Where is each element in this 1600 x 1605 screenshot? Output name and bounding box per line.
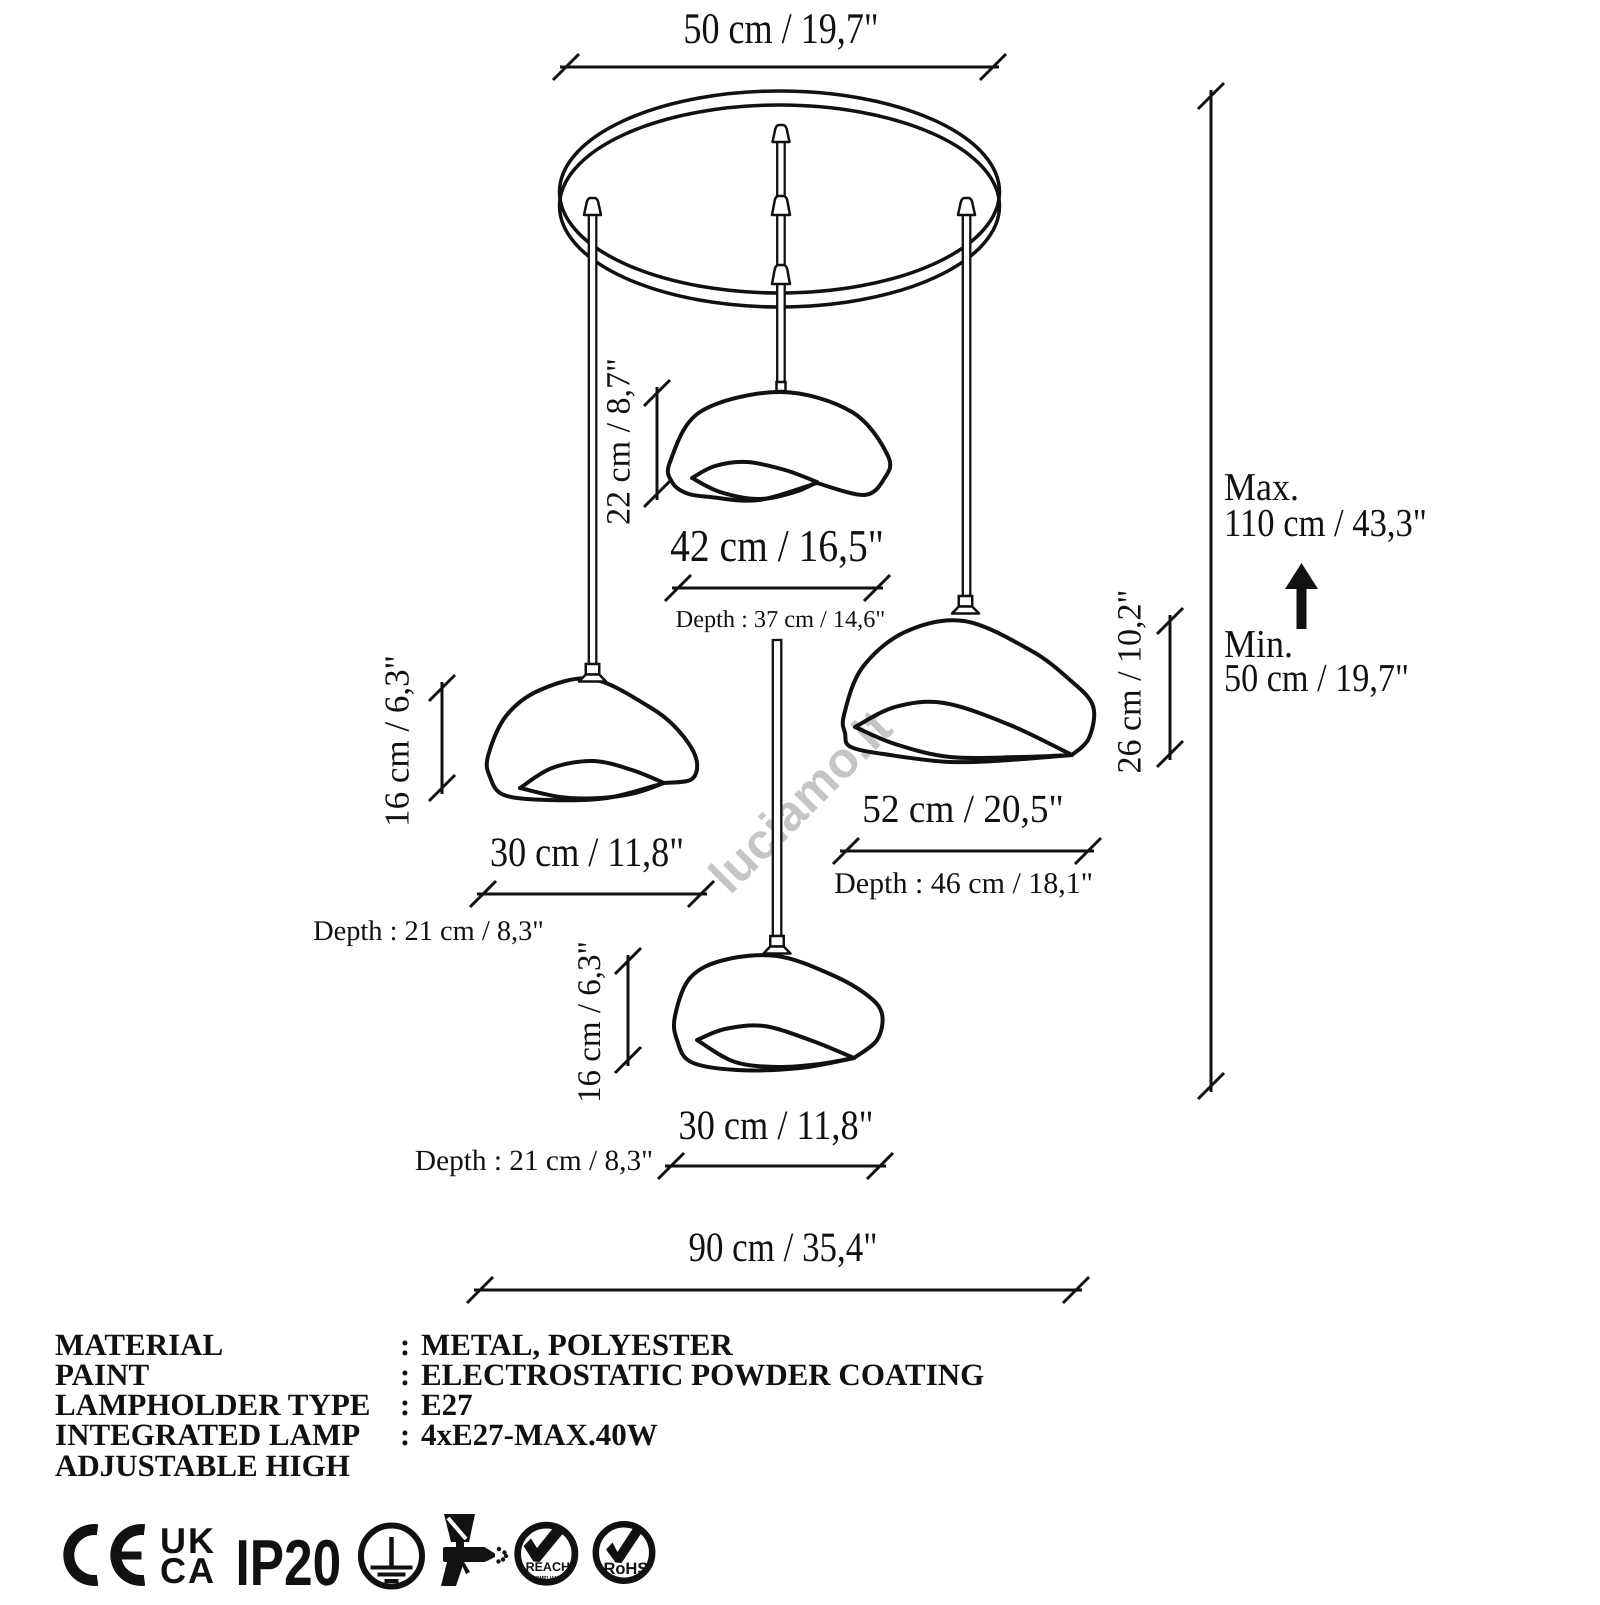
svg-text:26 cm / 10,2": 26 cm / 10,2" [1111, 590, 1148, 774]
svg-text:Max.: Max. [1224, 465, 1299, 509]
svg-text:16 cm / 6,3": 16 cm / 6,3" [377, 655, 416, 827]
svg-text:Min.: Min. [1224, 622, 1293, 666]
svg-text::: : [400, 1357, 410, 1392]
svg-text:4xE27-MAX.40W: 4xE27-MAX.40W [421, 1417, 658, 1452]
svg-text:42 cm / 16,5": 42 cm / 16,5" [670, 521, 884, 571]
svg-text:16 cm / 6,3": 16 cm / 6,3" [572, 941, 608, 1103]
svg-text:LAMPHOLDER TYPE: LAMPHOLDER TYPE [55, 1387, 370, 1422]
svg-text:IP20: IP20 [236, 1526, 342, 1599]
svg-text:Depth : 37 cm / 14,6": Depth : 37 cm / 14,6" [676, 606, 886, 633]
svg-text:52 cm / 20,5": 52 cm / 20,5" [862, 787, 1063, 831]
svg-text:50 cm / 19,7": 50 cm / 19,7" [1224, 656, 1409, 700]
svg-text:METAL, POLYESTER: METAL, POLYESTER [421, 1327, 733, 1362]
svg-text:COMPLIANT: COMPLIANT [532, 1575, 561, 1582]
svg-text:90 cm / 35,4": 90 cm / 35,4" [688, 1225, 877, 1271]
svg-text:E27: E27 [421, 1387, 473, 1422]
svg-text::: : [400, 1387, 410, 1422]
svg-text::: : [400, 1417, 410, 1452]
svg-text:MATERIAL: MATERIAL [55, 1327, 223, 1362]
svg-text:Depth : 46 cm / 18,1": Depth : 46 cm / 18,1" [834, 867, 1093, 900]
svg-text:50 cm / 19,7": 50 cm / 19,7" [683, 5, 878, 53]
svg-text:UK: UK [160, 1520, 216, 1561]
svg-text:110 cm / 43,3": 110 cm / 43,3" [1224, 501, 1427, 545]
svg-text:REACH: REACH [526, 1560, 570, 1574]
svg-text:30 cm / 11,8": 30 cm / 11,8" [679, 1103, 874, 1149]
svg-text:ADJUSTABLE HIGH: ADJUSTABLE HIGH [55, 1448, 350, 1483]
svg-text:22 cm / 8,7": 22 cm / 8,7" [600, 358, 637, 525]
svg-text::: : [400, 1327, 410, 1362]
svg-text:ELECTROSTATIC POWDER COATING: ELECTROSTATIC POWDER COATING [421, 1357, 984, 1392]
svg-text:PAINT: PAINT [55, 1357, 149, 1392]
svg-text:Depth : 21 cm / 8,3": Depth : 21 cm / 8,3" [415, 1145, 653, 1177]
svg-text:INTEGRATED LAMP: INTEGRATED LAMP [55, 1417, 360, 1452]
svg-text:RoHS: RoHS [603, 1560, 648, 1578]
svg-text:30 cm / 11,8": 30 cm / 11,8" [490, 830, 684, 876]
svg-text:CA: CA [160, 1550, 216, 1591]
svg-text:Depth : 21 cm / 8,3": Depth : 21 cm / 8,3" [313, 916, 544, 947]
